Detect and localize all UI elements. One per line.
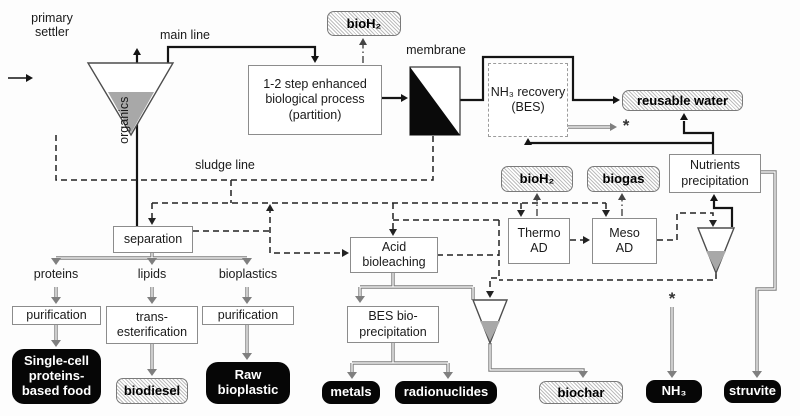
nh3-product-box: NH₃: [646, 380, 702, 403]
biodiesel-box: biodiesel: [116, 378, 188, 404]
bio-process-box: 1-2 step enhanced biological process (pa…: [248, 65, 382, 135]
metals-box: metals: [322, 381, 380, 404]
asterisk-nh3-stream: *: [622, 116, 630, 135]
separation-box: separation: [113, 226, 193, 253]
acid-bioleaching-box: Acid bioleaching: [350, 237, 438, 273]
primary-settler-icon: [86, 62, 175, 137]
raw-bioplastic-box: Raw bioplastic: [206, 362, 290, 404]
nutrients-settler-icon: [696, 227, 736, 275]
sludge-line-label: sludge line: [195, 158, 255, 172]
bioplastics-label: bioplastics: [218, 267, 278, 281]
nh3-recovery-box: NH₃ recovery (BES): [488, 63, 568, 137]
purification-bioplastics-box: purification: [202, 306, 294, 325]
primary-settler-label: primary settler: [31, 11, 73, 40]
organics-label: organics: [116, 96, 131, 144]
radionuclides-box: radionuclides: [395, 381, 497, 404]
mid-settler-icon: [471, 299, 509, 345]
bioh2-ad-box: bioH₂: [501, 166, 573, 192]
asterisk-nh3-product: *: [668, 289, 676, 308]
main-line-label: main line: [159, 28, 211, 42]
transesterification-box: trans-esterification: [106, 306, 198, 344]
membrane-icon: [409, 66, 461, 136]
struvite-box: struvite: [724, 380, 781, 403]
biogas-box: biogas: [587, 166, 660, 192]
reusable-water-box: reusable water: [622, 90, 743, 111]
thermo-ad-box: Thermo AD: [508, 218, 570, 264]
biochar-box: biochar: [539, 381, 623, 404]
purification-proteins-box: purification: [12, 306, 101, 325]
bes-bioprecipitation-box: BES bio-precipitation: [347, 306, 439, 343]
membrane-label: membrane: [406, 43, 466, 57]
lipids-label: lipids: [137, 267, 167, 281]
nutrients-precipitation-box: Nutrients precipitation: [669, 154, 761, 193]
proteins-label: proteins: [33, 267, 79, 281]
single-cell-food-box: Single-cell proteins-based food: [12, 349, 101, 404]
meso-ad-box: Meso AD: [592, 218, 657, 264]
bioh2-main-box: bioH₂: [327, 11, 401, 36]
